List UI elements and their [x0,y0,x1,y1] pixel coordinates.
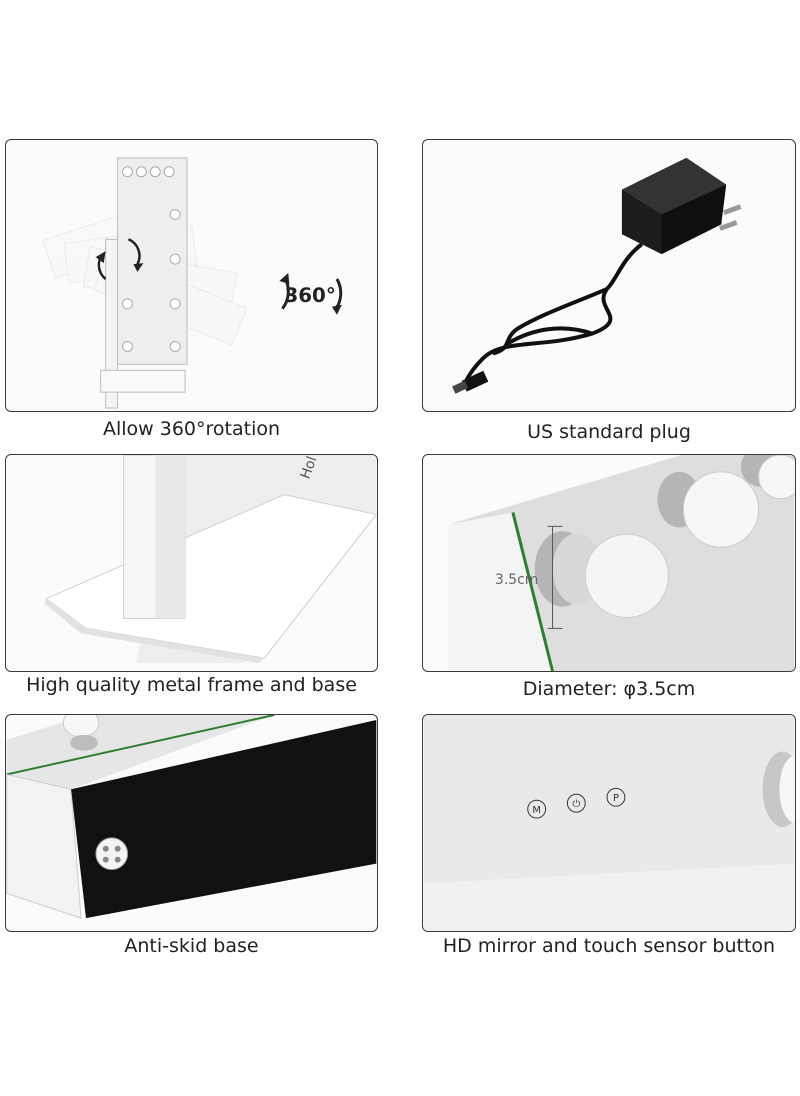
bulb-illustration: 3.5cm [448,455,795,671]
caption-touch-sensor: HD mirror and touch sensor button [442,935,776,957]
diameter-label: 3.5cm [495,572,538,588]
anti-skid-panel [5,714,378,932]
caption-anti-skid: Anti-skid base [124,935,259,957]
rotating-mirror-illustration: 360° [42,157,343,409]
caption-rotation: Allow 360°rotation [102,418,281,440]
metal-base-illustration: Hol [44,455,377,664]
rotation-panel: 360° [5,139,378,412]
caption-frame: High quality metal frame and base [26,674,357,696]
touch-sensor-panel: M ⏻ P [422,714,796,932]
rotation-badge: 360° [284,284,335,307]
touch-sensor-illustration: M ⏻ P [423,715,795,931]
anti-skid-base-illustration [6,715,377,919]
power-adapter-illustration [452,157,742,394]
caption-plug: US standard plug [527,421,691,443]
power-button[interactable]: ⏻ [572,799,580,810]
touch-buttons: M ⏻ P [527,787,626,819]
frame-base-panel: Hol [5,454,378,672]
bulb-diameter-panel: 3.5cm [422,454,796,672]
preset-button[interactable]: P [613,793,619,804]
mode-button[interactable]: M [532,805,541,816]
caption-diameter: Diameter: φ3.5cm [522,678,696,700]
plug-panel [422,139,796,412]
brand-text: Hol [298,455,321,481]
